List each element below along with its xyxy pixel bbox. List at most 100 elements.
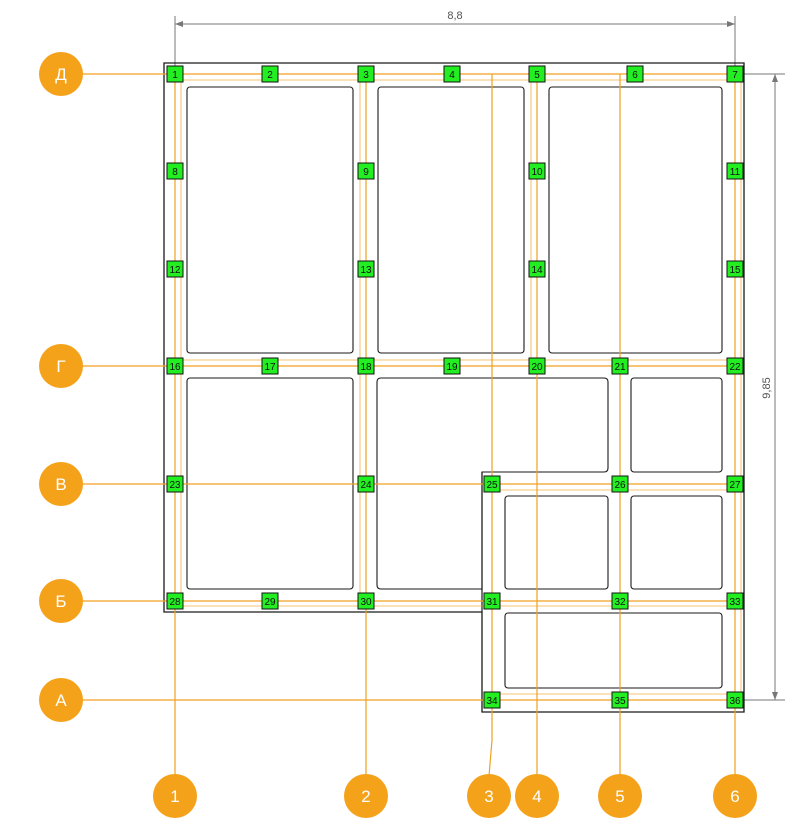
node-30: 30 xyxy=(357,592,375,610)
node-29: 29 xyxy=(261,592,279,610)
node-11: 11 xyxy=(726,162,744,180)
node-box xyxy=(611,357,629,375)
node-box xyxy=(166,475,184,493)
node-box xyxy=(626,65,644,83)
axis-bubble-row-d: Д xyxy=(39,52,83,96)
axis-bubble-label: 3 xyxy=(484,787,493,806)
node-26: 26 xyxy=(611,475,629,493)
node-label: 22 xyxy=(729,362,741,373)
node-27: 27 xyxy=(726,475,744,493)
axis-bubble-circle xyxy=(39,678,83,722)
axis-bubble-circle xyxy=(467,774,511,818)
axis-bubble-row-a: А xyxy=(39,678,83,722)
axis-bubble-circle xyxy=(344,774,388,818)
node-2: 2 xyxy=(261,65,279,83)
node-18: 18 xyxy=(357,357,375,375)
node-box xyxy=(261,592,279,610)
node-8: 8 xyxy=(166,162,184,180)
node-35: 35 xyxy=(611,691,629,709)
axis-bubble-label: 1 xyxy=(170,787,179,806)
node-label: 32 xyxy=(614,597,626,608)
node-label: 31 xyxy=(486,597,498,608)
node-23: 23 xyxy=(166,475,184,493)
room-9 xyxy=(504,612,723,689)
axis-bubble-label: 2 xyxy=(361,787,370,806)
axis-bubble-label: 6 xyxy=(730,787,739,806)
node-box xyxy=(726,65,744,83)
node-label: 2 xyxy=(267,70,273,81)
height-dimension-label: 9,85 xyxy=(761,377,773,398)
axis-bubble-row-g: Г xyxy=(39,344,83,388)
width-dimension: 8,8 xyxy=(174,10,736,68)
node-box xyxy=(726,592,744,610)
node-label: 25 xyxy=(486,480,498,491)
node-box xyxy=(357,260,375,278)
node-box xyxy=(483,475,501,493)
axis-bubble-circle xyxy=(515,774,559,818)
node-label: 33 xyxy=(729,597,741,608)
node-label: 15 xyxy=(729,265,741,276)
node-13: 13 xyxy=(357,260,375,278)
node-box xyxy=(357,65,375,83)
node-box xyxy=(611,475,629,493)
node-28: 28 xyxy=(166,592,184,610)
node-box xyxy=(357,475,375,493)
axis-bubble-col-5: 5 xyxy=(598,774,642,818)
node-label: 14 xyxy=(531,265,543,276)
axis-bubble-row-b: Б xyxy=(39,579,83,623)
axis-bubble-col-2: 2 xyxy=(344,774,388,818)
axis-bubble-label: Д xyxy=(55,65,67,84)
node-31: 31 xyxy=(483,592,501,610)
node-box xyxy=(261,65,279,83)
height-arrow-bottom xyxy=(772,692,778,700)
axis-bubble-label: 5 xyxy=(615,787,624,806)
node-box xyxy=(611,592,629,610)
axis-bubble-col-1: 1 xyxy=(153,774,197,818)
node-12: 12 xyxy=(166,260,184,278)
node-15: 15 xyxy=(726,260,744,278)
node-box xyxy=(357,357,375,375)
node-box xyxy=(528,65,546,83)
node-label: 10 xyxy=(531,167,543,178)
node-box xyxy=(726,357,744,375)
node-box xyxy=(483,592,501,610)
node-36: 36 xyxy=(726,691,744,709)
node-label: 29 xyxy=(264,597,276,608)
node-label: 35 xyxy=(614,696,626,707)
node-label: 4 xyxy=(449,70,455,81)
node-label: 27 xyxy=(729,480,741,491)
width-arrow-right xyxy=(727,21,735,27)
axis-bubble-col-3: 3 xyxy=(467,774,511,818)
axis-bubble-label: 4 xyxy=(532,787,541,806)
node-33: 33 xyxy=(726,592,744,610)
node-label: 34 xyxy=(486,696,498,707)
node-label: 6 xyxy=(632,70,638,81)
node-22: 22 xyxy=(726,357,744,375)
node-4: 4 xyxy=(443,65,461,83)
node-label: 21 xyxy=(614,362,626,373)
axis-bubble-label: Г xyxy=(56,357,65,376)
node-box xyxy=(166,260,184,278)
node-34: 34 xyxy=(483,691,501,709)
axis-bubble-col-4: 4 xyxy=(515,774,559,818)
room-1 xyxy=(186,86,354,354)
axis-bubble-circle xyxy=(153,774,197,818)
axis-bubble-circle xyxy=(598,774,642,818)
node-box xyxy=(726,260,744,278)
node-label: 36 xyxy=(729,696,741,707)
height-dimension: 9,85 xyxy=(740,73,785,701)
node-3: 3 xyxy=(357,65,375,83)
axis-bubble-circle xyxy=(39,344,83,388)
node-label: 24 xyxy=(360,480,372,491)
node-10: 10 xyxy=(528,162,546,180)
room-6 xyxy=(630,377,723,473)
building-outline xyxy=(163,62,745,713)
room-8 xyxy=(630,495,723,590)
node-box xyxy=(357,592,375,610)
node-box xyxy=(166,65,184,83)
node-label: 3 xyxy=(363,70,369,81)
node-label: 30 xyxy=(360,597,372,608)
node-6: 6 xyxy=(626,65,644,83)
room-3 xyxy=(548,86,723,354)
